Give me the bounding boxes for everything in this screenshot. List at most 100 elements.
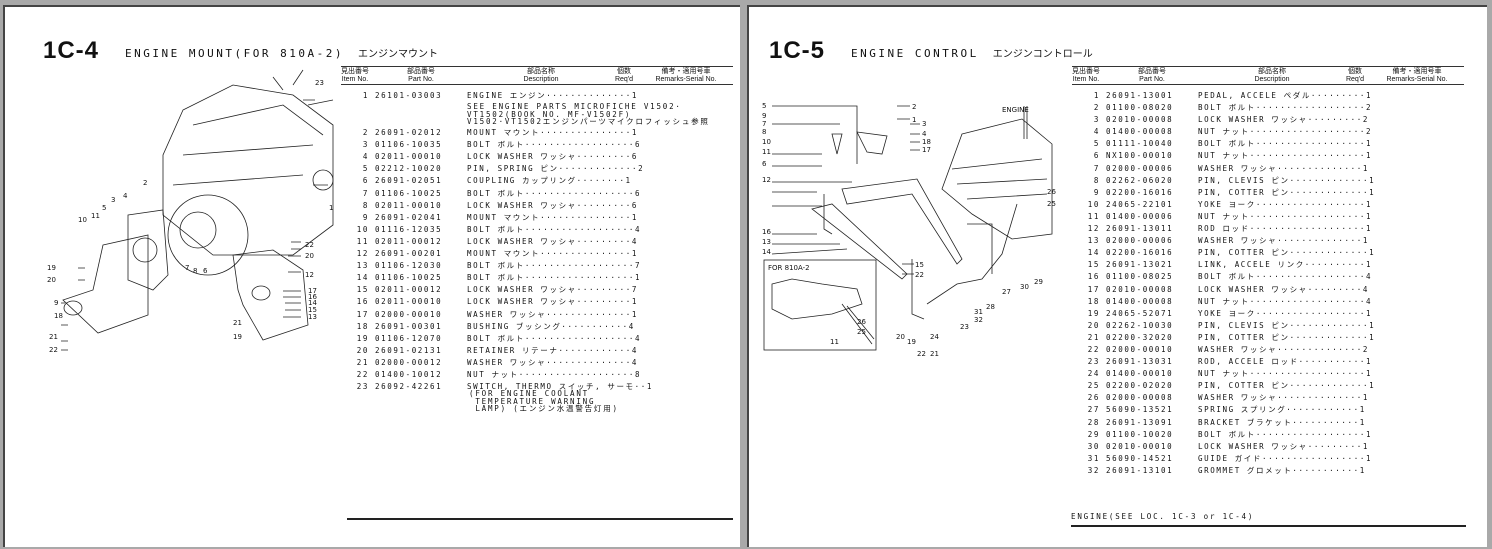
engine-control-diagram: 5 9 7 8 10 11 6 12 16 13 14 2 1 3 4 18 1… [762,102,1056,358]
svg-text:6: 6 [762,160,767,168]
svg-text:21: 21 [49,333,58,341]
svg-text:2: 2 [143,179,147,187]
svg-text:29: 29 [1034,278,1043,286]
section-title-jp: エンジンコントロール [992,49,1093,60]
svg-text:2: 2 [912,103,916,111]
svg-text:22: 22 [305,241,314,249]
svg-text:20: 20 [47,276,56,284]
section-code: 1C-5 [769,37,826,64]
svg-text:7: 7 [762,120,766,128]
svg-text:23: 23 [315,79,324,87]
svg-text:26: 26 [857,318,866,326]
svg-text:9: 9 [762,112,766,120]
svg-text:28: 28 [986,303,995,311]
svg-text:15: 15 [308,306,317,314]
svg-text:27: 27 [1002,288,1011,296]
note-item-23: (FOR ENGINE COOLANT TEMPERATURE WARNING … [469,389,619,414]
svg-text:11: 11 [91,212,100,220]
svg-text:ENGINE: ENGINE [1002,106,1029,114]
svg-text:14: 14 [308,299,317,307]
svg-text:11: 11 [830,338,839,346]
svg-text:9: 9 [54,299,58,307]
svg-text:13: 13 [308,313,317,321]
svg-text:10: 10 [78,216,87,224]
svg-text:15: 15 [915,261,924,269]
svg-text:4: 4 [123,192,128,200]
svg-text:26: 26 [1047,188,1056,196]
svg-text:16: 16 [308,293,317,301]
svg-text:16: 16 [762,228,771,236]
svg-text:31: 31 [974,308,983,316]
svg-text:22: 22 [917,350,926,358]
svg-text:25: 25 [857,328,866,336]
svg-text:19: 19 [907,338,916,346]
section-title-jp: エンジンマウント [357,49,438,60]
svg-text:24: 24 [930,333,939,341]
svg-text:8: 8 [193,267,197,275]
engine-mount-diagram: 23 2 1 3 4 5 10 11 22 20 12 19 20 9 18 7… [47,69,333,354]
svg-text:8: 8 [762,128,766,136]
svg-text:5: 5 [102,204,106,212]
section-title-en: ENGINE CONTROL [851,47,979,60]
svg-text:32: 32 [974,316,983,324]
svg-text:20: 20 [305,252,314,260]
svg-text:25: 25 [1047,200,1056,208]
svg-text:1: 1 [329,204,333,212]
svg-text:19: 19 [47,264,56,272]
svg-text:7: 7 [185,264,189,272]
section-title-en: ENGINE MOUNT(FOR 810A-2) [125,47,344,60]
svg-text:17: 17 [308,287,317,295]
page-1c-4: 1C-4 ENGINE MOUNT(FOR 810A-2)エンジンマウント [3,5,740,547]
svg-text:1: 1 [912,116,916,124]
bottom-rule [347,518,733,520]
svg-text:30: 30 [1020,283,1029,291]
svg-text:3: 3 [922,120,926,128]
svg-text:4: 4 [922,130,927,138]
svg-text:12: 12 [762,176,771,184]
svg-text:20: 20 [896,333,905,341]
